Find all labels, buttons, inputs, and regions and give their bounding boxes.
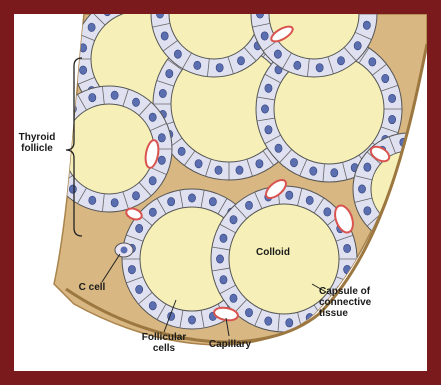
follicular-cell-nucleus bbox=[132, 192, 139, 200]
label-c-cell: C cell bbox=[72, 282, 112, 293]
follicular-cell-nucleus bbox=[161, 32, 168, 40]
follicular-cell-nucleus bbox=[422, 141, 427, 149]
follicular-cell-nucleus bbox=[174, 50, 181, 58]
follicular-cell-nucleus bbox=[358, 185, 365, 193]
follicular-cell-nucleus bbox=[216, 64, 223, 72]
follicular-cell-nucleus bbox=[220, 276, 227, 284]
label-capsule: Capsule of connective tissue bbox=[319, 286, 389, 319]
follicular-cell-nucleus bbox=[149, 113, 156, 121]
follicular-cell-nucleus bbox=[265, 84, 272, 92]
cell-border bbox=[414, 133, 416, 151]
follicular-cell-nucleus bbox=[216, 255, 223, 263]
follicular-cell-nucleus bbox=[79, 66, 86, 74]
follicular-cell-nucleus bbox=[136, 285, 143, 293]
follicular-cell-nucleus bbox=[159, 89, 166, 97]
follicular-cell-nucleus bbox=[56, 167, 63, 175]
follicular-cell-nucleus bbox=[324, 208, 331, 216]
follicular-cell-nucleus bbox=[149, 302, 156, 310]
label-thyroid-follicle: Thyroid follicle bbox=[14, 132, 60, 154]
follicular-cell-nucleus bbox=[158, 156, 165, 164]
follicular-cell-nucleus bbox=[261, 32, 268, 40]
follicular-cell-nucleus bbox=[56, 123, 63, 131]
follicular-cell-nucleus bbox=[331, 169, 338, 177]
follicular-cell-nucleus bbox=[344, 244, 351, 252]
follicular-cell-nucleus bbox=[149, 177, 156, 185]
follicular-cell-nucleus bbox=[422, 229, 427, 237]
follicular-cell-nucleus bbox=[310, 167, 317, 175]
follicular-cell-nucleus bbox=[215, 166, 222, 174]
follicular-cell-nucleus bbox=[132, 98, 139, 106]
follicular-cell-nucleus bbox=[195, 159, 202, 167]
follicular-cell-nucleus bbox=[111, 199, 118, 207]
cell-border bbox=[414, 227, 416, 245]
follicular-cell-nucleus bbox=[230, 294, 237, 302]
follicular-cell-nucleus bbox=[369, 58, 376, 66]
cell-border bbox=[389, 225, 395, 242]
follicular-cell-nucleus bbox=[364, 163, 371, 171]
follicular-cell-nucleus bbox=[306, 196, 313, 204]
follicular-cell-nucleus bbox=[389, 115, 396, 123]
follicular-cell-nucleus bbox=[194, 61, 201, 69]
follicular-cell-nucleus bbox=[230, 215, 237, 223]
follicular-cell-nucleus bbox=[69, 185, 76, 193]
follicular-cell-nucleus bbox=[88, 23, 95, 31]
label-follicular-cells: Follicular cells bbox=[136, 332, 192, 354]
follicular-cell-nucleus bbox=[364, 207, 371, 215]
follicular-cell-nucleus bbox=[379, 223, 386, 231]
follicular-cell-nucleus bbox=[354, 42, 361, 50]
follicular-cell-nucleus bbox=[275, 144, 282, 152]
cell-border bbox=[58, 112, 73, 123]
colloid bbox=[64, 104, 154, 194]
follicular-cell-nucleus bbox=[188, 194, 195, 202]
follicular-cell-nucleus bbox=[265, 126, 272, 134]
follicular-cell-nucleus bbox=[236, 166, 243, 174]
label-colloid: Colloid bbox=[248, 247, 298, 258]
follicular-cell-nucleus bbox=[389, 94, 396, 102]
follicular-cell-nucleus bbox=[286, 319, 293, 327]
follicular-cell-nucleus bbox=[209, 197, 216, 205]
diagram-canvas: Thyroid follicle Colloid C cell Capsule … bbox=[14, 14, 427, 371]
follicular-cell-nucleus bbox=[149, 208, 156, 216]
follicular-cell-nucleus bbox=[178, 147, 185, 155]
c-cell-nucleus bbox=[121, 247, 128, 254]
follicular-cell-nucleus bbox=[294, 61, 301, 69]
follicular-cell-nucleus bbox=[265, 317, 272, 325]
follicular-cell-nucleus bbox=[166, 69, 173, 77]
follicular-cell-nucleus bbox=[136, 224, 143, 232]
follicular-cell-nucleus bbox=[111, 91, 118, 99]
follicular-cell-nucleus bbox=[382, 74, 389, 82]
follicular-cell-nucleus bbox=[237, 57, 244, 65]
follicular-cell-nucleus bbox=[316, 64, 323, 72]
follicular-cell-nucleus bbox=[274, 50, 281, 58]
follicular-cell-nucleus bbox=[168, 197, 175, 205]
follicular-cell-nucleus bbox=[256, 159, 263, 167]
follicular-cell-nucleus bbox=[245, 308, 252, 316]
follicular-cell-nucleus bbox=[89, 196, 96, 204]
follicular-cell-nucleus bbox=[400, 231, 407, 239]
follicular-cell-nucleus bbox=[261, 105, 268, 113]
follicular-cell-nucleus bbox=[286, 191, 293, 199]
follicular-cell-nucleus bbox=[290, 158, 297, 166]
follicular-cell-nucleus bbox=[363, 21, 370, 29]
follicular-cell-nucleus bbox=[220, 234, 227, 242]
follicular-cell-nucleus bbox=[158, 134, 165, 142]
follicular-cell-nucleus bbox=[337, 57, 344, 65]
follicular-cell-nucleus bbox=[245, 201, 252, 209]
follicular-cell-nucleus bbox=[344, 265, 351, 273]
follicular-cell-nucleus bbox=[89, 93, 96, 101]
follicular-cell-nucleus bbox=[188, 316, 195, 324]
cell-border bbox=[47, 158, 65, 162]
label-capillary: Capillary bbox=[202, 339, 258, 350]
follicular-cell-nucleus bbox=[128, 265, 135, 273]
